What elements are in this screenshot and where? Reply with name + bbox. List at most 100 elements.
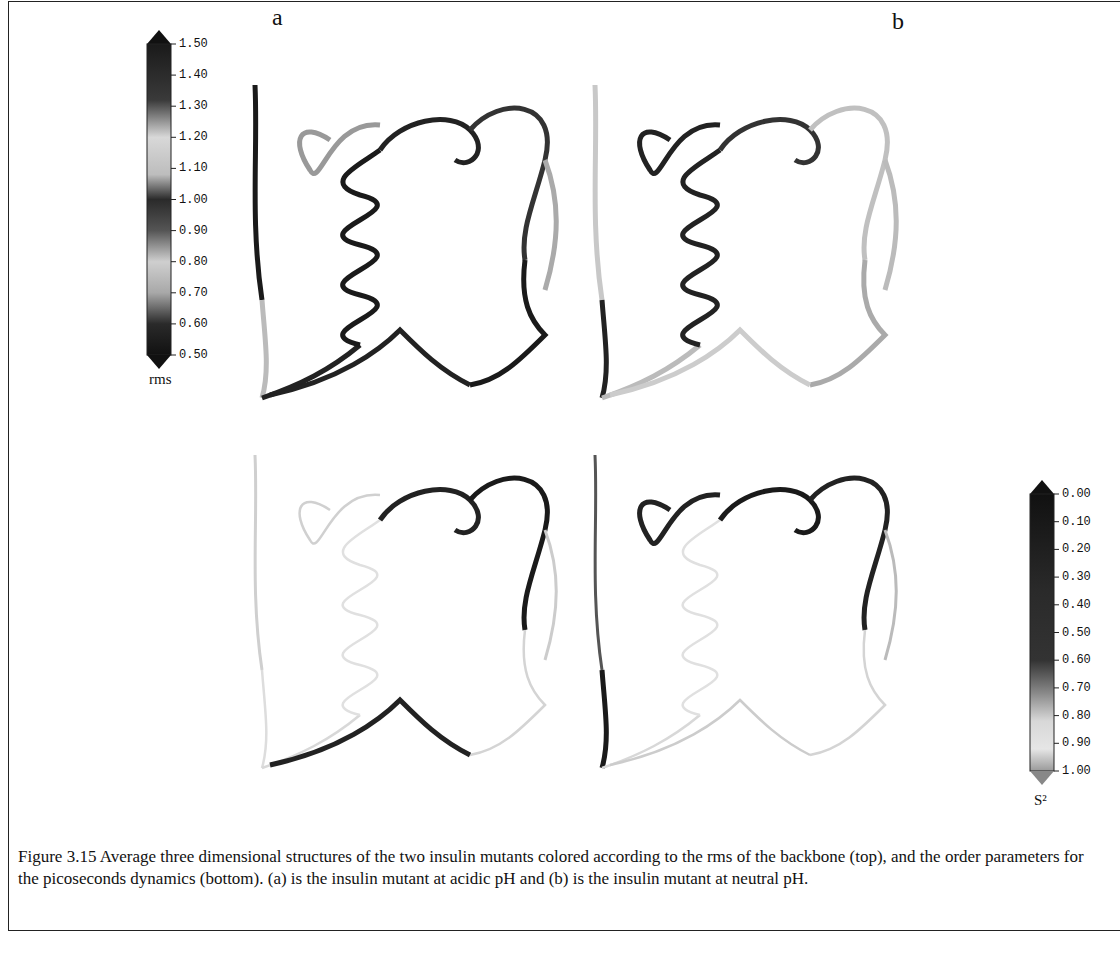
colorbar-tick: 0.60 bbox=[179, 317, 208, 331]
panel-letter: a bbox=[272, 4, 283, 31]
ribbon-structure-part bbox=[270, 700, 470, 765]
ribbon-structure-part bbox=[683, 150, 720, 345]
rms-colorbar-part bbox=[147, 44, 171, 355]
ribbon-structure-part bbox=[720, 490, 818, 533]
colorbar-tick: 1.20 bbox=[179, 130, 208, 144]
colorbar-tick: 0.70 bbox=[1062, 681, 1091, 695]
rms-colorbar-part-part bbox=[171, 323, 176, 324]
ribbon-structure-part bbox=[602, 670, 606, 768]
s2-colorbar-part-part bbox=[1054, 604, 1059, 605]
colorbar-tick: 0.20 bbox=[1062, 542, 1091, 556]
rms-colorbar-part bbox=[147, 355, 171, 369]
s2-colorbar-part bbox=[1030, 480, 1054, 494]
colorbar-tick: 0.00 bbox=[1062, 487, 1091, 501]
rms-colorbar bbox=[147, 30, 176, 369]
ribbon-structure-part bbox=[300, 495, 380, 544]
figure-caption: Figure 3.15 Average three dimensional st… bbox=[18, 846, 1108, 890]
s2-colorbar-part-part bbox=[1054, 494, 1059, 495]
ribbon-structure-part bbox=[380, 120, 478, 163]
s2-colorbar-part-part bbox=[1054, 577, 1059, 578]
ribbon-structure-part bbox=[720, 120, 818, 163]
ribbon-structure-part bbox=[810, 630, 885, 755]
rms-colorbar-part-part bbox=[171, 168, 176, 169]
colorbar-tick: 0.40 bbox=[1062, 598, 1091, 612]
s2-colorbar-part-part bbox=[1054, 521, 1059, 522]
ribbon-structure-part bbox=[885, 160, 896, 290]
s2-colorbar bbox=[1030, 480, 1059, 785]
ribbon-structure bbox=[595, 455, 896, 768]
s2-colorbar-part-part bbox=[1054, 549, 1059, 550]
ribbon-structure-part bbox=[810, 108, 887, 260]
ribbon-structure-part bbox=[640, 495, 720, 544]
ribbon-structure-part bbox=[262, 300, 266, 398]
s2-colorbar-part-part bbox=[1054, 687, 1059, 688]
ribbon-structure-part bbox=[640, 125, 720, 174]
ribbon-structure-part bbox=[343, 520, 380, 715]
colorbar-unit: S² bbox=[1034, 792, 1047, 808]
s2-colorbar-part-part bbox=[1054, 771, 1059, 772]
ribbon-structure-part bbox=[380, 490, 478, 533]
colorbar-tick: 0.30 bbox=[1062, 570, 1091, 584]
colorbar-tick: 0.50 bbox=[1062, 626, 1091, 640]
ribbon-structure-part bbox=[255, 85, 262, 300]
rms-colorbar-part-part bbox=[171, 106, 176, 107]
rms-colorbar-part bbox=[147, 30, 171, 44]
ribbon-structure-part bbox=[595, 455, 602, 670]
ribbon-structure-part bbox=[683, 520, 720, 715]
rms-colorbar-part-part bbox=[171, 75, 176, 76]
colorbar-tick: 0.60 bbox=[1062, 653, 1091, 667]
colorbar-tick: 0.80 bbox=[179, 255, 208, 269]
rms-colorbar-part bbox=[171, 44, 176, 355]
ribbon-structure bbox=[255, 85, 556, 398]
ribbon-structure-part bbox=[545, 530, 556, 660]
s2-colorbar-part bbox=[1030, 771, 1054, 785]
colorbar-tick: 1.10 bbox=[179, 161, 208, 175]
s2-colorbar-part-part bbox=[1054, 743, 1059, 744]
rms-colorbar-part-part bbox=[171, 355, 176, 356]
ribbon-structure-part bbox=[470, 260, 545, 385]
colorbar-tick: 0.70 bbox=[179, 286, 208, 300]
ribbon-structure-part bbox=[602, 300, 606, 398]
colorbar-tick: 0.10 bbox=[1062, 515, 1091, 529]
colorbar-tick: 1.00 bbox=[179, 193, 208, 207]
ribbon-structure-part bbox=[470, 478, 547, 630]
ribbon-structure-part bbox=[885, 530, 896, 660]
ribbon-structure-part bbox=[270, 330, 470, 395]
s2-colorbar-part-part bbox=[1054, 660, 1059, 661]
rms-colorbar-part-part bbox=[171, 230, 176, 231]
s2-colorbar-part-part bbox=[1054, 715, 1059, 716]
ribbon-structure-part bbox=[810, 478, 887, 630]
rms-colorbar-part-part bbox=[171, 199, 176, 200]
s2-colorbar-part bbox=[1030, 494, 1054, 771]
ribbon-structure-part bbox=[610, 700, 810, 765]
s2-colorbar-part-part bbox=[1054, 632, 1059, 633]
rms-colorbar-part-part bbox=[171, 261, 176, 262]
ribbon-structure-part bbox=[470, 630, 545, 755]
panel-letter: b bbox=[892, 8, 904, 35]
rms-colorbar-part-part bbox=[171, 44, 176, 45]
colorbar-unit: rms bbox=[149, 371, 172, 387]
rms-colorbar-part-part bbox=[171, 137, 176, 138]
ribbon-structure-part bbox=[262, 670, 266, 768]
rms-colorbar-part-part bbox=[171, 292, 176, 293]
ribbon-structure-part bbox=[610, 330, 810, 395]
ribbon-structure bbox=[595, 85, 896, 398]
ribbon-structure bbox=[255, 455, 556, 768]
ribbon-structure-part bbox=[343, 150, 380, 345]
ribbon-structure-part bbox=[810, 260, 885, 385]
colorbar-tick: 0.90 bbox=[179, 224, 208, 238]
colorbar-tick: 1.40 bbox=[179, 68, 208, 82]
ribbon-structure-part bbox=[300, 125, 380, 174]
colorbar-tick: 1.00 bbox=[1062, 764, 1091, 778]
colorbar-tick: 0.50 bbox=[179, 348, 208, 362]
ribbon-structure-part bbox=[595, 85, 602, 300]
ribbon-structure-part bbox=[470, 108, 547, 260]
ribbon-structure-part bbox=[255, 455, 262, 670]
s2-colorbar-part bbox=[1054, 494, 1059, 771]
ribbon-structure-part bbox=[545, 160, 556, 290]
figure-frame bbox=[9, 2, 1120, 931]
colorbar-tick: 0.90 bbox=[1062, 736, 1091, 750]
colorbar-tick: 1.50 bbox=[179, 37, 208, 51]
colorbar-tick: 1.30 bbox=[179, 99, 208, 113]
